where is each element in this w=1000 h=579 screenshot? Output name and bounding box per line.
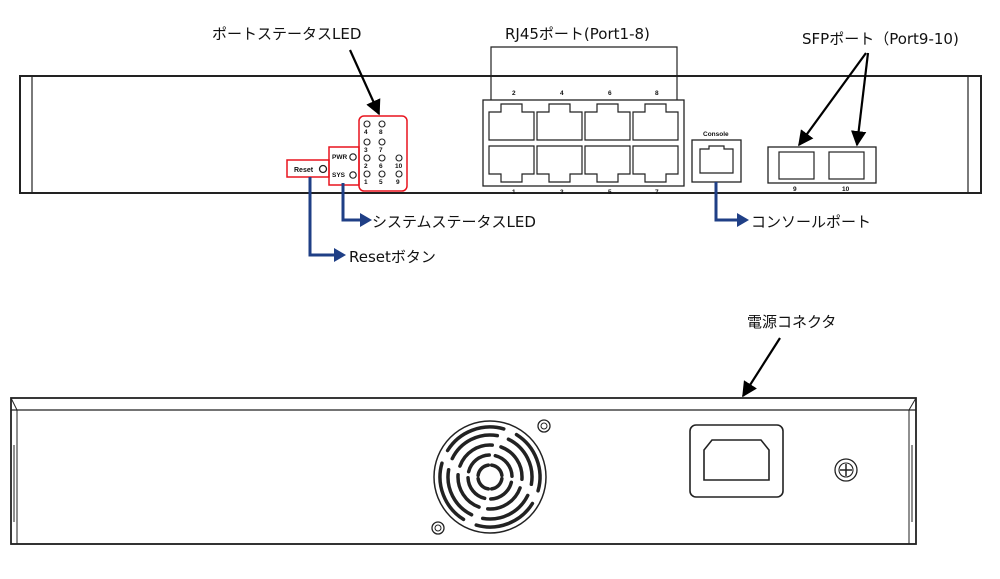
port-number: 9 bbox=[793, 186, 797, 193]
port-number: 3 bbox=[560, 189, 564, 196]
rj45-port bbox=[584, 145, 631, 183]
port-number: 2 bbox=[512, 90, 516, 97]
rj45-port bbox=[584, 103, 631, 141]
rj45-port bbox=[488, 103, 535, 141]
fan-vent-slot bbox=[476, 476, 491, 491]
fan-vent-slot bbox=[506, 437, 534, 487]
port-number: 5 bbox=[608, 189, 612, 196]
rj45-port-block: 2 4 6 8 1 3 5 7 bbox=[482, 46, 685, 196]
led-number: 9 bbox=[396, 179, 400, 186]
led-number: 2 bbox=[364, 163, 368, 170]
arrow-power-connector bbox=[742, 337, 781, 398]
fan-vent-slot bbox=[438, 461, 466, 522]
rear-panel bbox=[10, 397, 917, 545]
fan-vent-slot bbox=[445, 425, 506, 453]
led-number: 5 bbox=[379, 179, 383, 186]
arrow-console-port bbox=[714, 182, 749, 227]
power-connector bbox=[689, 424, 784, 498]
port-number: 8 bbox=[655, 90, 659, 97]
arrow-port-status-led bbox=[348, 49, 381, 116]
fan-vent-slot bbox=[489, 476, 504, 491]
reset-label: Reset bbox=[294, 167, 314, 174]
led-number: 7 bbox=[379, 147, 383, 154]
port-status-leds: 4 8 3 7 2 6 10 1 5 9 bbox=[358, 115, 408, 192]
fan-vent-slot bbox=[480, 493, 530, 521]
callout-power-connector: 電源コネクタ bbox=[747, 313, 836, 331]
console-label: Console bbox=[703, 131, 729, 138]
rj45-port bbox=[488, 145, 535, 183]
rj45-ports bbox=[488, 103, 679, 183]
callout-sfp-ports: SFPポート（Port9-10) bbox=[802, 30, 959, 48]
callout-system-status-led: システムステータスLED bbox=[372, 213, 536, 231]
port-number: 6 bbox=[608, 90, 612, 97]
fan-vent-slot bbox=[486, 486, 522, 511]
fan-vent-slot bbox=[493, 453, 514, 478]
callout-rj45-ports: RJ45ポート(Port1-8) bbox=[505, 25, 650, 43]
fan-vent-slot bbox=[458, 443, 494, 468]
rj45-port bbox=[632, 103, 679, 141]
rj45-port bbox=[632, 145, 679, 183]
fan-vent-slot bbox=[450, 433, 500, 461]
fan-vent-slot bbox=[474, 501, 535, 529]
rj45-port bbox=[536, 145, 583, 183]
sfp-port-block: 9 10 bbox=[767, 146, 877, 193]
fan-vent-slot bbox=[489, 463, 504, 478]
fan-vent-slot bbox=[514, 432, 542, 493]
port-number: 1 bbox=[512, 189, 516, 196]
callout-reset-button: Resetボタン bbox=[349, 248, 436, 266]
fan-vent-slot bbox=[499, 445, 524, 481]
arrow-sfp-left bbox=[798, 52, 867, 147]
pwr-label: PWR bbox=[332, 154, 347, 161]
fan-vent-slot bbox=[466, 476, 487, 501]
sys-label: SYS bbox=[332, 172, 346, 179]
arrow-sfp-right bbox=[850, 52, 870, 147]
led-number: 6 bbox=[379, 163, 383, 170]
ground-screw bbox=[834, 458, 858, 482]
fan-vent-slot bbox=[456, 473, 481, 509]
led-number: 3 bbox=[364, 147, 368, 154]
port-number: 10 bbox=[842, 186, 850, 193]
led-number: 8 bbox=[379, 129, 383, 136]
led-number: 10 bbox=[395, 163, 403, 170]
callout-port-status-led: ポートステータスLED bbox=[212, 25, 361, 43]
fan-vent-slot bbox=[489, 480, 514, 501]
fan-vent bbox=[431, 419, 551, 535]
port-number: 4 bbox=[560, 90, 564, 97]
fan-vent-slot bbox=[446, 467, 474, 517]
led-number: 1 bbox=[364, 179, 368, 186]
fan-vent-slot bbox=[466, 453, 491, 474]
fan-vent-slot bbox=[476, 463, 491, 478]
led-number: 4 bbox=[364, 129, 368, 136]
arrow-reset-button bbox=[308, 177, 346, 262]
arrow-system-status-led bbox=[341, 183, 372, 227]
rj45-port bbox=[536, 103, 583, 141]
callout-console-port: コンソールポート bbox=[751, 213, 871, 231]
port-number: 7 bbox=[655, 189, 659, 196]
